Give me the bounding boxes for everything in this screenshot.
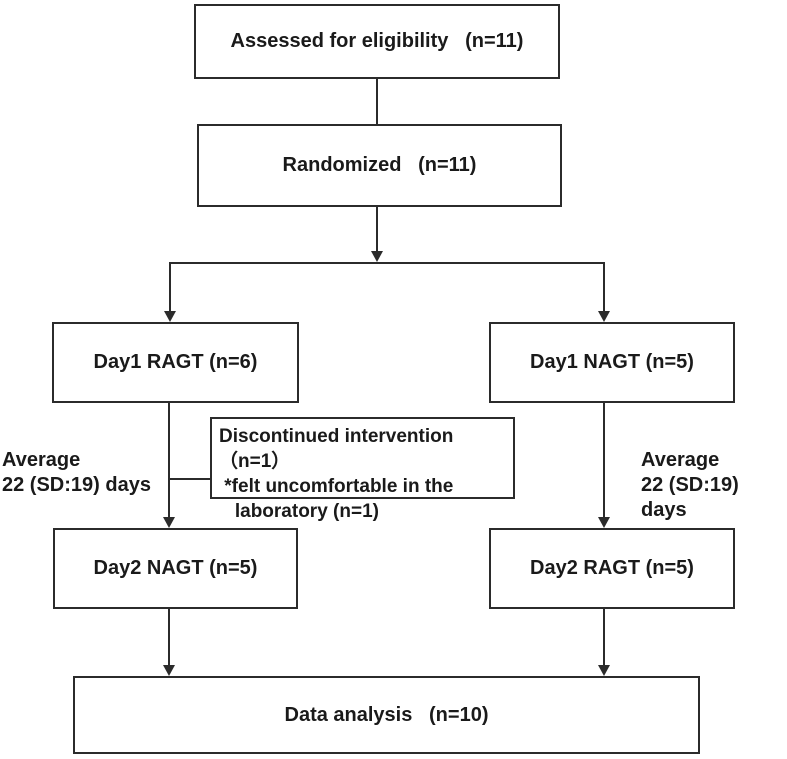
box-day2-ragt-label: Day2 RAGT (n=5) xyxy=(530,557,694,579)
box-day1-nagt: Day1 NAGT (n=5) xyxy=(489,322,735,403)
connector-day2-nagt-to-analysis xyxy=(168,609,170,665)
box-assessed-label: Assessed for eligibility (n=11) xyxy=(230,30,524,52)
arrowhead-branch-to-day1-nagt xyxy=(598,311,610,322)
connector-assessed-to-randomized xyxy=(376,79,378,124)
connector-randomized-to-branch xyxy=(376,207,378,252)
box-discontinued-intervention: Discontinued intervention （n=1） *felt un… xyxy=(210,417,515,522)
connector-branch-to-day1-nagt xyxy=(603,262,605,311)
arrowhead-day2-nagt-to-analysis xyxy=(163,665,175,676)
box-day2-ragt: Day2 RAGT (n=5) xyxy=(489,528,735,609)
arrowhead-randomized-to-branch xyxy=(371,251,383,262)
connector-stub-to-discontinued xyxy=(168,478,210,480)
connector-day1-ragt-to-day2-nagt xyxy=(168,403,170,517)
box-randomized-label: Randomized (n=11) xyxy=(282,154,477,176)
box-data-analysis: Data analysis (n=10) xyxy=(73,676,700,754)
connector-branch-horizontal xyxy=(169,262,605,264)
box-day1-ragt: Day1 RAGT (n=6) xyxy=(52,322,299,403)
box-day2-nagt-label: Day2 NAGT (n=5) xyxy=(93,557,258,579)
box-data-analysis-label: Data analysis (n=10) xyxy=(284,703,489,726)
box-day1-ragt-label: Day1 RAGT (n=6) xyxy=(93,351,258,373)
box-day2-nagt: Day2 NAGT (n=5) xyxy=(53,528,298,609)
connector-day1-nagt-to-day2-ragt xyxy=(603,403,605,517)
box-day1-nagt-label: Day1 NAGT (n=5) xyxy=(530,351,694,373)
annotation-left-interval: Average 22 (SD:19) days xyxy=(2,449,151,496)
arrowhead-day2-ragt-to-analysis xyxy=(598,665,610,676)
box-randomized: Randomized (n=11) xyxy=(197,124,562,207)
box-discontinued-label: Discontinued intervention （n=1） *felt un… xyxy=(219,426,454,522)
arrowhead-day1-nagt-to-day2-ragt xyxy=(598,517,610,528)
box-assessed-for-eligibility: Assessed for eligibility (n=11) xyxy=(194,4,560,79)
connector-branch-to-day1-ragt xyxy=(169,262,171,311)
arrowhead-branch-to-day1-ragt xyxy=(164,311,176,322)
annotation-right-interval: Average 22 (SD:19) days xyxy=(641,449,739,521)
arrowhead-day1-ragt-to-day2-nagt xyxy=(163,517,175,528)
connector-day2-ragt-to-analysis xyxy=(603,609,605,665)
